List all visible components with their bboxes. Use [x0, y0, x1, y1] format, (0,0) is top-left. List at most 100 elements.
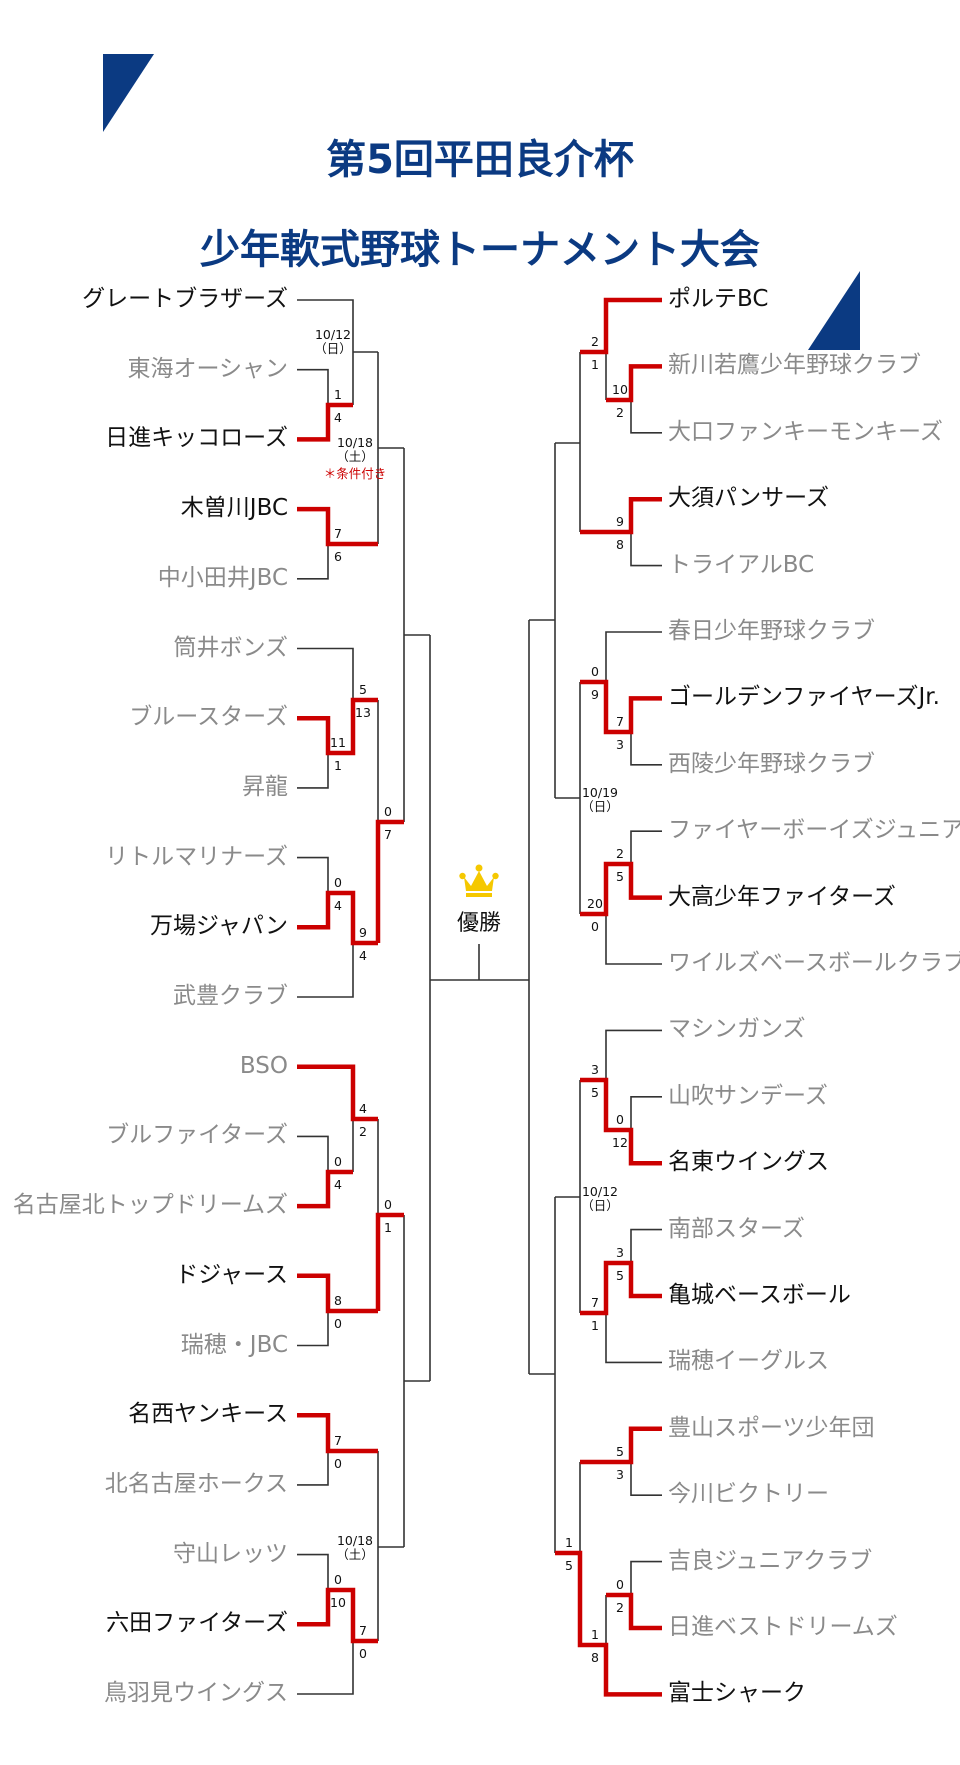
team-name-right: ゴールデンファイヤーズJr. [668, 684, 940, 711]
score-top: 20 [587, 896, 603, 911]
team-name-right: 南部スターズ [668, 1215, 805, 1242]
match-day: （日） [314, 341, 352, 356]
score-top: 1 [565, 1535, 573, 1550]
page-title-line1: 第5回平田良介杯 [326, 137, 634, 183]
winner-path-line [297, 402, 353, 442]
score-top: 5 [616, 1444, 624, 1459]
team-name-right: 山吹サンデーズ [668, 1082, 828, 1109]
team-name-left: 瑞穂・JBC [180, 1331, 288, 1358]
score-top: 7 [334, 1433, 342, 1448]
team-name-left: 昇龍 [242, 773, 288, 800]
score-bottom: 7 [384, 827, 392, 842]
score-bottom: 1 [591, 1318, 599, 1333]
score-bottom: 0 [591, 919, 599, 934]
score-bottom: 8 [616, 537, 624, 552]
bracket-line [297, 299, 354, 405]
bracket-line [297, 544, 329, 580]
team-name-left: 東海オーシャン [127, 355, 288, 382]
score-top: 0 [384, 1197, 392, 1212]
score-bottom: 10 [330, 1595, 346, 1610]
bracket-line [297, 943, 354, 998]
score-top: 3 [591, 1062, 599, 1077]
bracket-line [605, 1313, 662, 1364]
bracket-line [630, 732, 662, 766]
winner-path-line [297, 697, 378, 756]
winner-path-line [580, 679, 662, 735]
bracket-line [605, 914, 662, 965]
team-name-left: 北名古屋ホークス [104, 1470, 288, 1497]
team-name-left: グレートブラザーズ [82, 286, 288, 312]
match-day: （日） [581, 1198, 619, 1213]
score-bottom: 2 [359, 1124, 367, 1139]
winner-path-line [297, 1587, 378, 1644]
bracket-line [630, 1228, 662, 1263]
score-top: 0 [384, 804, 392, 819]
bracket-line [630, 1462, 662, 1496]
team-name-right: 西陵少年野球クラブ [668, 750, 875, 777]
team-name-left: リトルマリナーズ [105, 843, 288, 870]
winner-path-line [297, 1412, 378, 1454]
score-bottom: 0 [334, 1456, 342, 1471]
crown-icon [459, 864, 499, 897]
score-bottom: 1 [334, 758, 342, 773]
winner-path-line [297, 1169, 353, 1209]
winner-path-line [580, 297, 662, 355]
score-top: 5 [359, 682, 367, 697]
winner-path-line [606, 1592, 662, 1631]
score-bottom: 5 [616, 869, 624, 884]
team-name-right: 新川若鷹少年野球クラブ [668, 352, 921, 379]
score-top: 7 [359, 1623, 367, 1638]
winner-path-line [580, 1077, 662, 1166]
score-bottom: 1 [591, 357, 599, 372]
winner-path-line [555, 1550, 662, 1697]
score-top: 8 [334, 1293, 342, 1308]
score-bottom: 1 [384, 1220, 392, 1235]
score-bottom: 2 [616, 1600, 624, 1615]
match-condition-note: ＊条件付き [324, 466, 387, 481]
match-date: 10/18 [337, 435, 373, 450]
score-bottom: 4 [334, 410, 342, 425]
team-name-left: 鳥羽見ウイングス [104, 1680, 288, 1706]
match-date: 10/19 [582, 785, 618, 800]
score-top: 11 [330, 735, 346, 750]
score-bottom: 8 [591, 1650, 599, 1665]
decor-triangle-bottom-right [808, 271, 860, 350]
match-day: （土） [336, 1547, 374, 1562]
team-name-left: ブルファイターズ [106, 1122, 288, 1149]
winner-path-line [580, 496, 662, 535]
score-top: 0 [616, 1577, 624, 1592]
team-name-right: ワイルズベースボールクラブ [668, 950, 960, 976]
score-bottom: 3 [616, 1467, 624, 1482]
team-name-right: 吉良ジュニアクラブ [668, 1547, 873, 1574]
bracket-line [297, 856, 329, 893]
match-date: 10/12 [582, 1184, 618, 1199]
winner-path-line [580, 1426, 662, 1465]
score-bottom: 5 [616, 1268, 624, 1283]
team-name-right: 大高少年ファイターズ [668, 883, 896, 910]
score-top: 0 [616, 1112, 624, 1127]
score-top: 4 [359, 1101, 367, 1116]
winner-path-line [297, 1064, 378, 1122]
score-top: 9 [616, 514, 624, 529]
score-top: 7 [616, 714, 624, 729]
bracket-line [297, 1641, 354, 1695]
score-top: 7 [334, 526, 342, 541]
bracket-line [297, 1135, 329, 1172]
winner-path-line [606, 364, 662, 403]
bracket-line [630, 830, 662, 864]
winner-path-line [297, 506, 378, 547]
team-name-left: 名古屋北トップドリームズ [12, 1192, 288, 1219]
match-date: 10/12 [315, 327, 351, 342]
bracket-line [605, 631, 662, 682]
match-day: （日） [581, 799, 619, 814]
team-name-right: 瑞穂イーグルス [668, 1348, 829, 1375]
score-top: 0 [591, 664, 599, 679]
team-name-right: トライアルBC [668, 551, 815, 578]
score-bottom: 6 [334, 549, 342, 564]
winner-path-line [580, 861, 662, 917]
team-name-left: BSO [239, 1052, 288, 1079]
score-top: 1 [334, 387, 342, 402]
bracket-line [297, 368, 329, 405]
score-bottom: 13 [355, 705, 371, 720]
bracket-line [297, 647, 354, 700]
